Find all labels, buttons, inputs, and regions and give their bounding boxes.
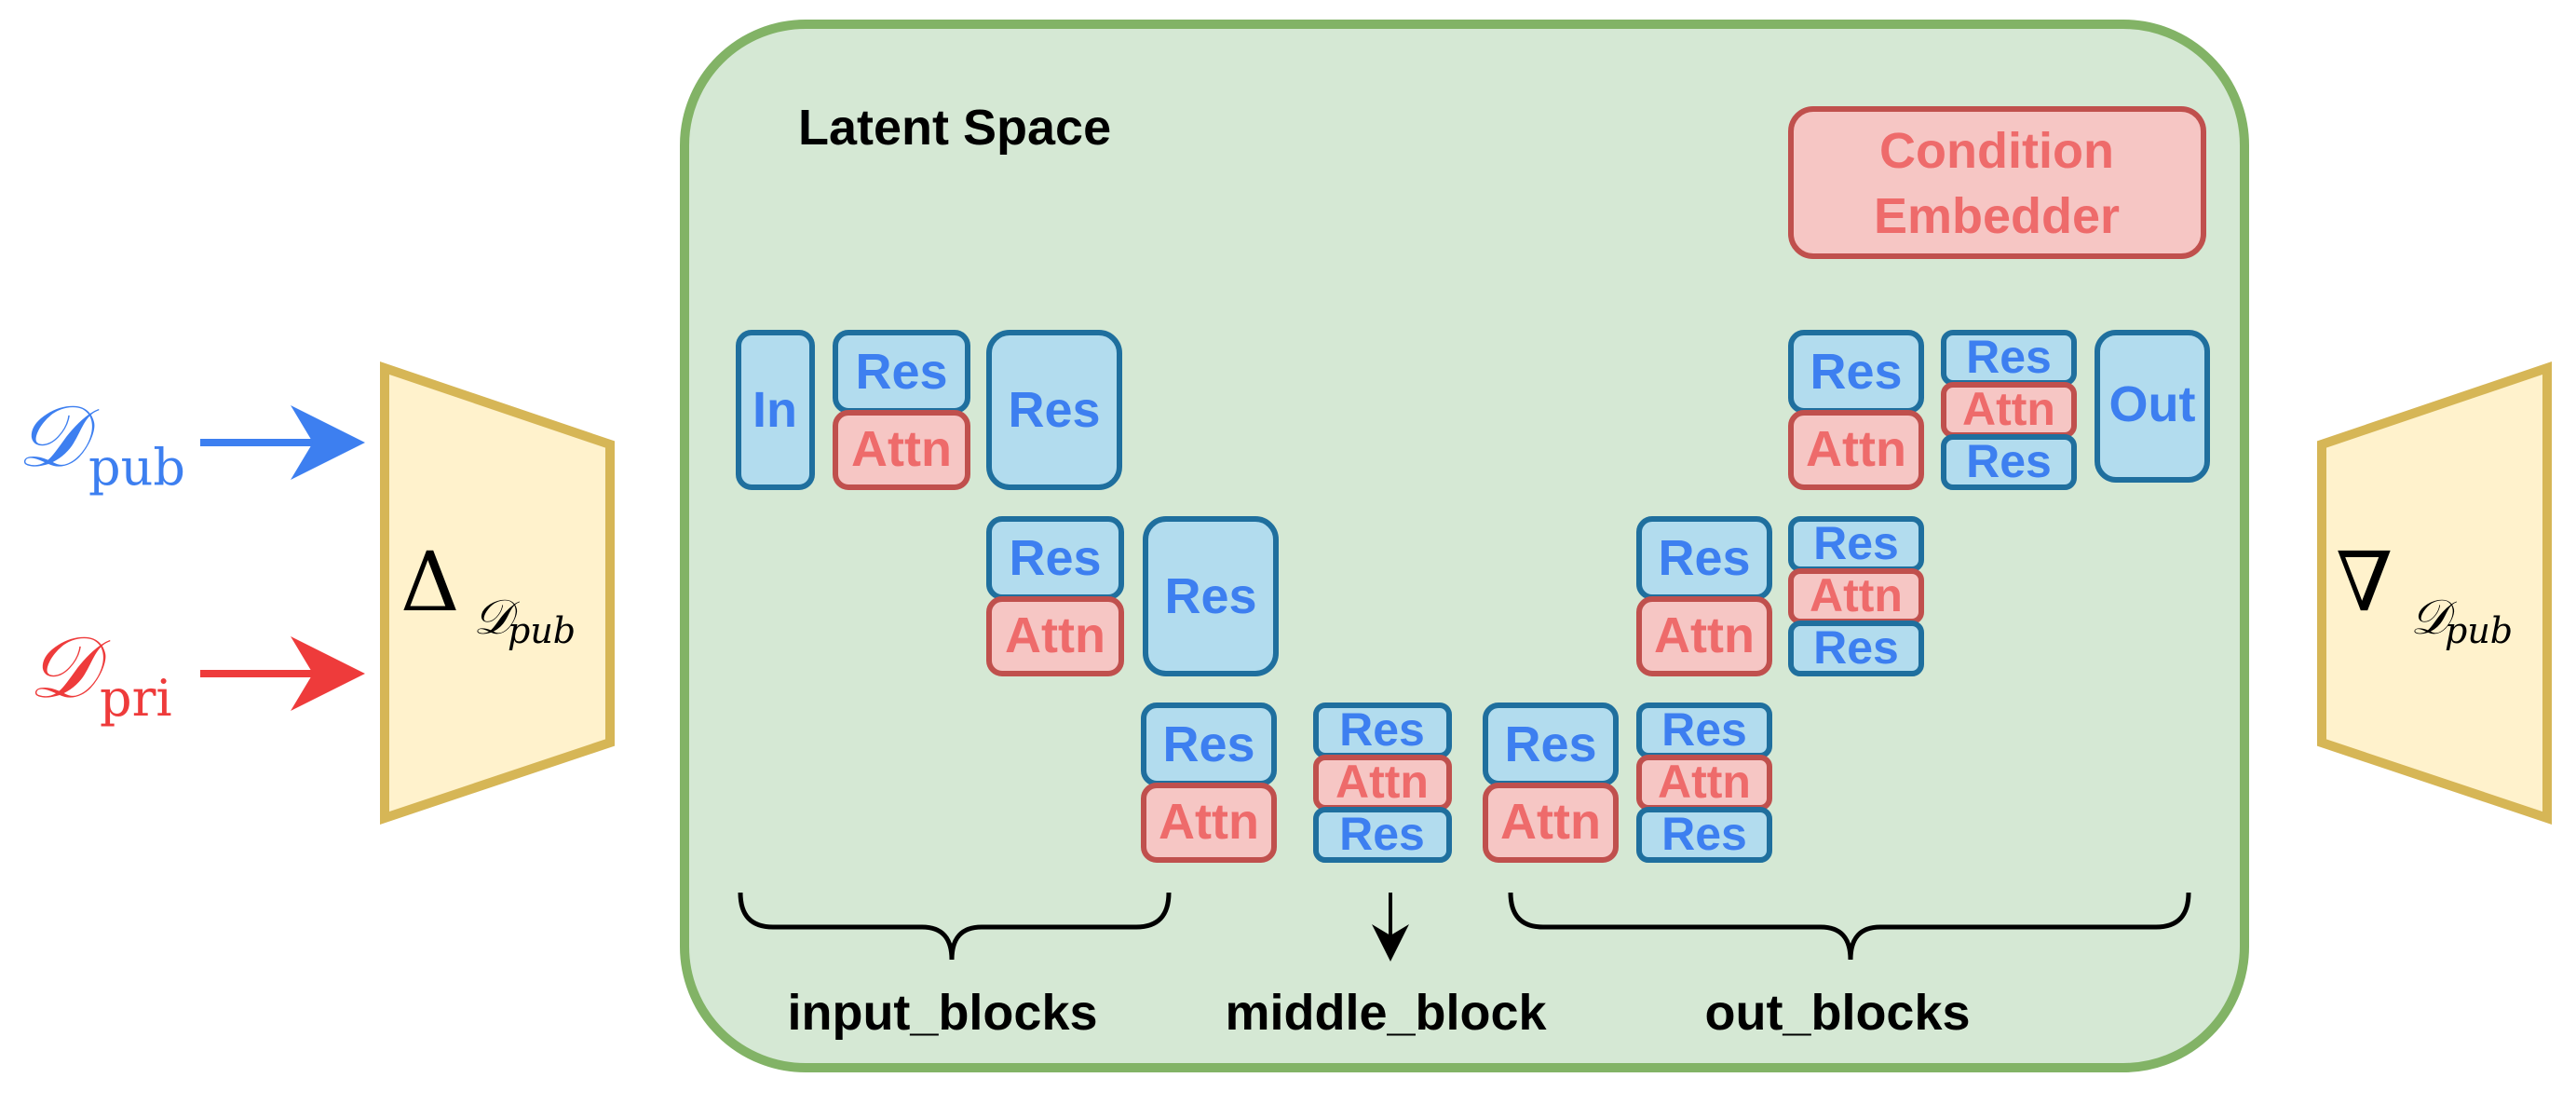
res-block (1143, 516, 1279, 676)
attn-block (1483, 783, 1619, 863)
input-pub-subscript: pub (88, 438, 185, 497)
attn-block (1636, 596, 1772, 676)
res-block-label: Res (1810, 344, 1902, 400)
res-block-label: Res (855, 344, 947, 400)
input-pub-symbol: 𝒟 (17, 387, 100, 486)
attn-block (1788, 410, 1924, 490)
res-block-label: Res (1661, 703, 1747, 756)
res-block-label: Res (1661, 808, 1747, 860)
res-block-label: Res (1966, 435, 2052, 487)
in-block (736, 330, 815, 490)
res-block (986, 330, 1122, 490)
condition-embedder-box (1788, 106, 2206, 259)
res-block-label: Res (1339, 703, 1425, 756)
condition-embedder-line1: Condition (1879, 123, 2114, 179)
attn-block (1141, 783, 1277, 863)
condition-embedder-line2: Embedder (1874, 188, 2120, 244)
attn-block-label: Attn (1005, 607, 1105, 663)
attn-block (833, 410, 970, 490)
res-block (1788, 621, 1924, 676)
res-block (1941, 434, 2077, 490)
middle-block-label: middle_block (1225, 985, 1547, 1041)
res-block-label: Res (1966, 331, 2052, 383)
out-block (2095, 330, 2210, 483)
out-blocks-group: Res Attn Res Attn Res Res Attn Res Attn … (1483, 330, 2210, 863)
attn-block-label: Attn (1159, 794, 1259, 850)
res-block (1313, 807, 1452, 863)
middle-block-group: Res Attn Res (1313, 703, 1452, 863)
input-blocks-group: In Res Attn Res Res Attn Res Res Attn (736, 330, 1279, 863)
attn-block-label: Attn (1962, 383, 2055, 435)
attn-block-label: Attn (1658, 756, 1751, 808)
encoder-sub-text: pub (508, 610, 576, 651)
input-blocks-label: input_blocks (787, 985, 1097, 1041)
in-block-label: In (752, 382, 797, 438)
attn-block-label: Attn (1654, 607, 1755, 663)
out-block-label: Out (2109, 376, 2196, 432)
res-block-label: Res (1009, 530, 1101, 586)
res-block (1636, 807, 1772, 863)
res-block-label: Res (1339, 808, 1425, 860)
input-blocks-brace (738, 892, 1172, 961)
decoder-trapezoid (2317, 362, 2552, 825)
res-block-label: Res (1504, 716, 1596, 772)
latent-space-title: Latent Space (798, 100, 1111, 156)
res-block-label: Res (1813, 621, 1899, 674)
res-block-label: Res (1164, 568, 1256, 624)
attn-block-label: Attn (851, 421, 952, 477)
input-pri-symbol: 𝒟 (28, 618, 111, 717)
input-pri-subscript: pri (100, 669, 172, 728)
attn-block-label: Attn (1500, 794, 1601, 850)
res-block-label: Res (1658, 530, 1750, 586)
attn-block-label: Attn (1810, 569, 1903, 621)
decoder-symbol: ∇ (2336, 534, 2393, 630)
decoder-sub-text: pub (2445, 610, 2513, 651)
attn-block (986, 596, 1124, 676)
encoder-symbol: Δ (400, 534, 460, 630)
out-blocks-label: out_blocks (1704, 985, 1970, 1041)
encoder-trapezoid (380, 362, 615, 825)
res-block-label: Res (1162, 716, 1254, 772)
attn-block-label: Attn (1806, 421, 1906, 477)
latent-space-panel (680, 20, 2249, 1072)
res-block-label: Res (1008, 382, 1100, 438)
res-block-label: Res (1813, 517, 1899, 569)
out-blocks-brace (1508, 892, 2191, 961)
attn-block-label: Attn (1335, 756, 1429, 808)
